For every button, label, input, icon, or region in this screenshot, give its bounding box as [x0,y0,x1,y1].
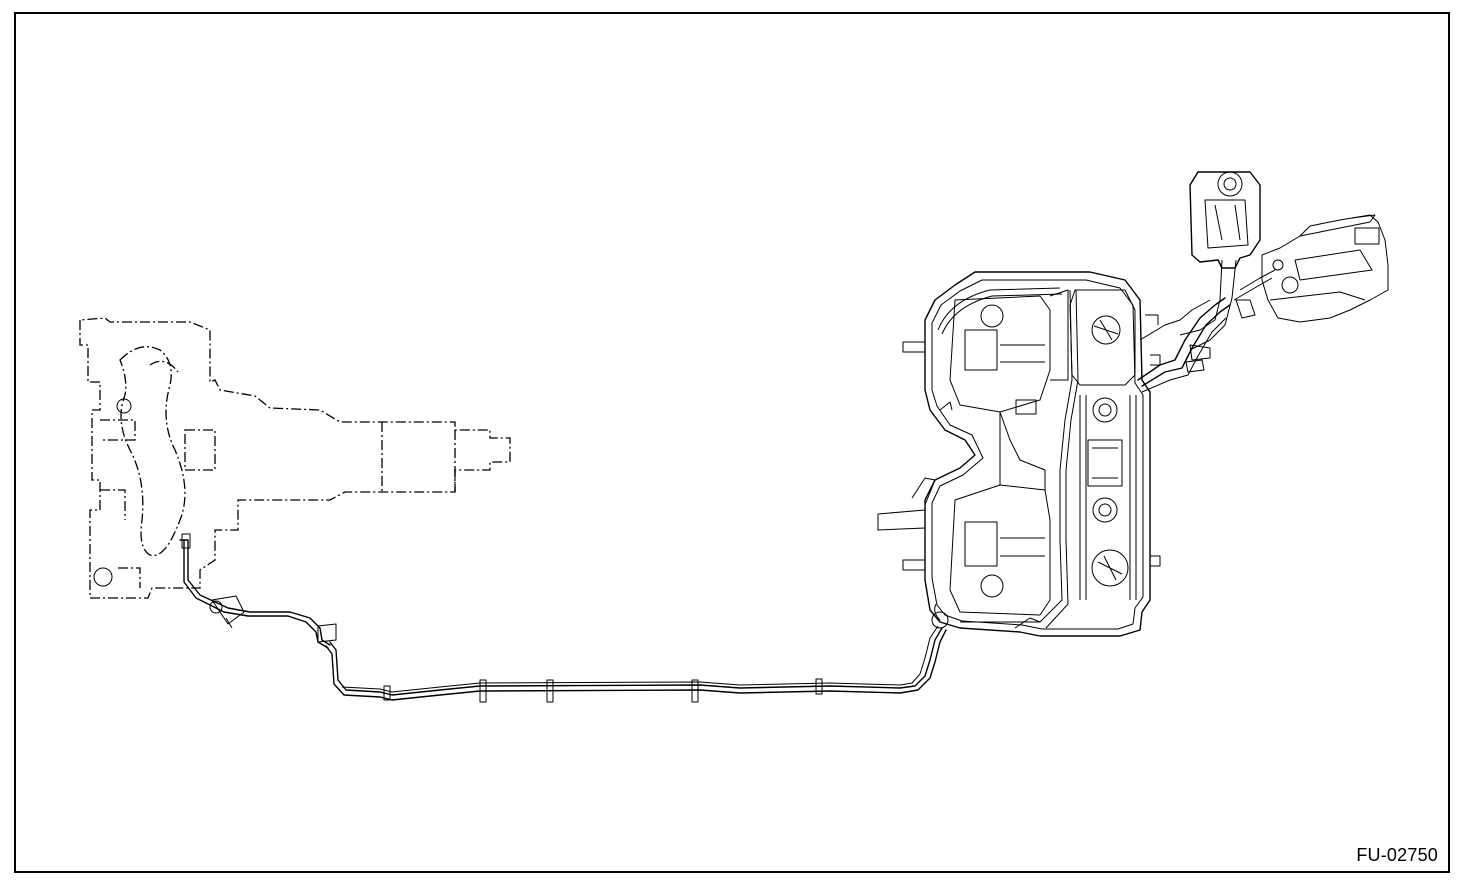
front-connection [179,533,337,649]
fuel-delivery-lines [325,625,947,703]
engine-transmission-outline [79,317,511,614]
figure-id-label: FU-02750 [1356,845,1438,865]
filler-neck-assembly [1189,171,1389,323]
filler-pipe-lines [1137,259,1237,393]
figure-frame [14,12,1450,873]
fuel-tank [877,271,1161,637]
